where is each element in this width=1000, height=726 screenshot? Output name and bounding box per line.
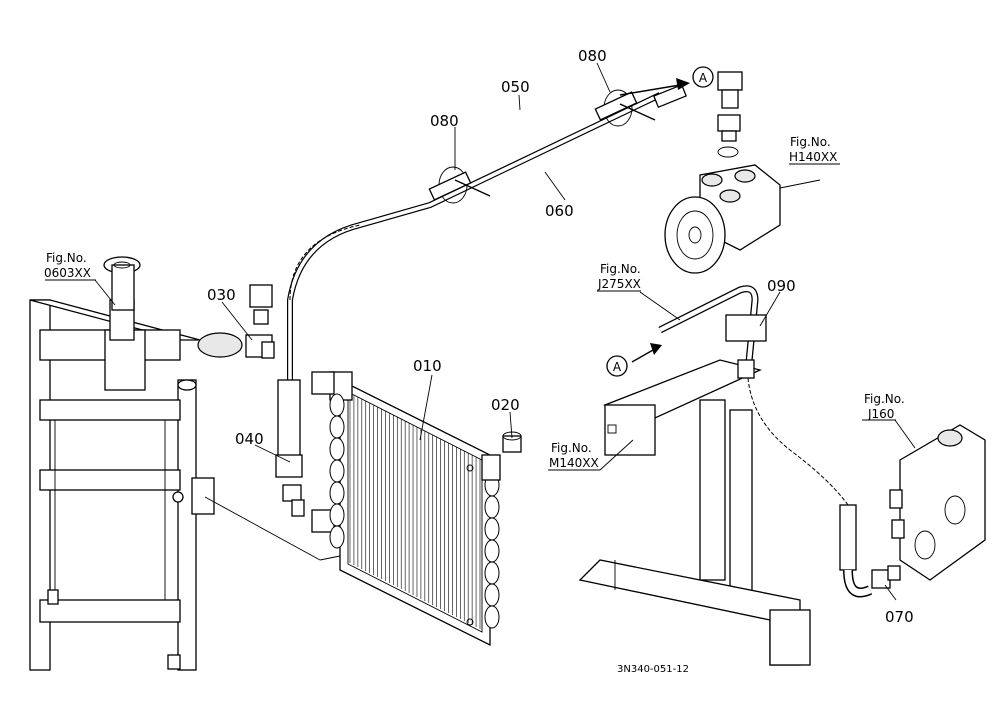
fig-0603-prefix: Fig.No. [46,251,87,265]
label-030: 030 [207,286,236,304]
drawing-code: 3N340-051-12 [617,664,689,675]
leader-lines [45,62,916,601]
label-080-left: 080 [430,112,459,130]
cooler-coil [329,459,345,483]
frame-structure [29,256,341,671]
fig-0603-code: 0603XX [44,266,91,280]
label-020: 020 [491,396,520,414]
label-040: 040 [235,430,264,448]
fig-j275-prefix: Fig.No. [600,262,641,276]
hydraulic-pump [664,164,781,274]
connector-arrow-top [619,78,690,96]
pipe-060 [287,83,688,380]
oil-cooler-010 [311,371,501,647]
fig-j160-prefix: Fig.No. [864,392,905,406]
connector-a-bottom-circle [606,355,628,377]
pipe-050 [260,49,734,286]
connector-a-bottom: A [613,360,622,374]
fig-j275-code: J275XX [597,277,641,291]
label-050: 050 [501,78,530,96]
part-labels: 010 020 030 040 050 060 070 080 080 090 [207,47,914,626]
cooler-coil [484,583,500,607]
label-010: 010 [413,357,442,375]
cooler-fins [349,393,481,629]
fitting-070 [871,565,901,589]
fig-h140-prefix: Fig.No. [790,135,831,149]
fitting-020 [502,431,522,453]
support-frame-right [578,359,811,666]
upper-fitting [717,71,743,158]
fig-j160-code: J160 [867,407,894,421]
hose-040 [275,379,305,517]
cooler-coils-right [484,473,500,629]
cooler-coil [329,437,345,461]
cooler-coil [484,539,500,563]
pipe-j275 [658,285,767,379]
cooler-coil [484,517,500,541]
connector-marks: A A [606,66,714,377]
control-valve-j160 [889,424,986,581]
clamp-080-left [428,166,491,204]
cooler-coil [484,495,500,519]
cooler-coil [329,525,345,549]
figure-references: Fig.No. 0603XX Fig.No. H140XX Fig.No. J2… [44,135,905,470]
cooler-coil [329,415,345,439]
fitting-030 [245,284,275,359]
connector-a-top: A [699,71,708,85]
clamp-080-right [594,89,656,127]
cooler-coil [329,481,345,505]
fig-m140-prefix: Fig.No. [551,441,592,455]
connector-arrow-bottom [631,343,662,363]
connector-a-top-circle [692,66,714,88]
label-090: 090 [767,277,796,295]
label-070: 070 [885,608,914,626]
cooler-coils-left [329,393,345,549]
fig-m140-code: M140XX [549,456,599,470]
label-080-right: 080 [578,47,607,65]
label-060: 060 [545,202,574,220]
return-hose [747,377,873,598]
cooler-coil [484,561,500,585]
cooler-coil [484,605,500,629]
cooler-coil [329,503,345,527]
fig-h140-code: H140XX [789,150,837,164]
cooler-coil [329,393,345,417]
